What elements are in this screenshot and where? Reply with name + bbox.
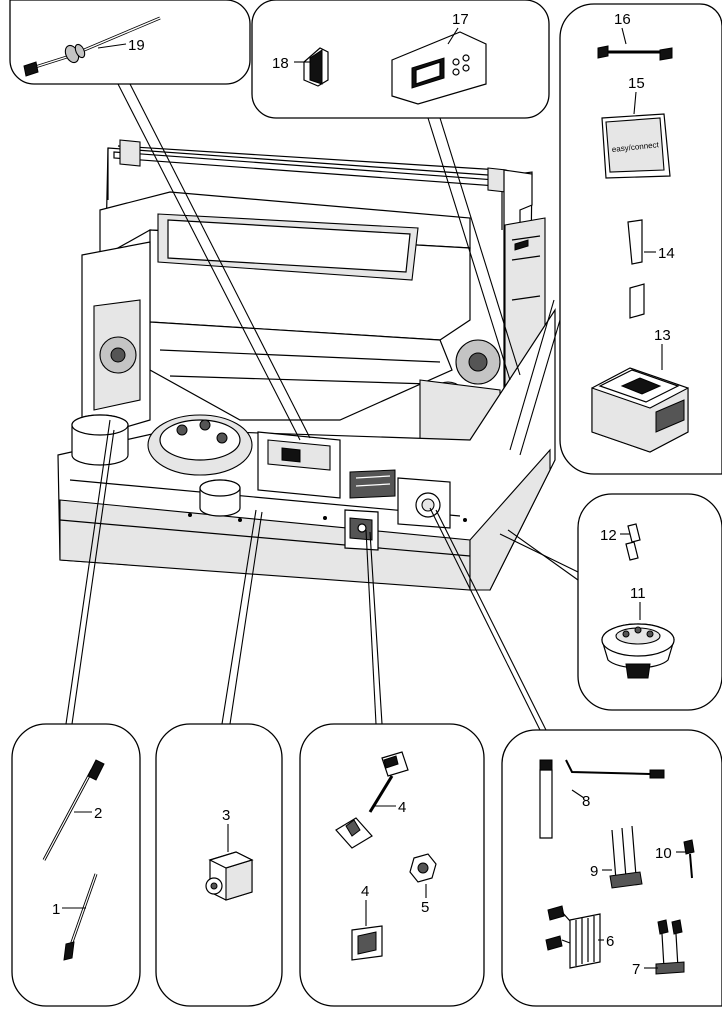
part-number: 1 xyxy=(52,901,60,918)
part-number: 6 xyxy=(606,933,614,950)
part-numbers: 1 2 3 4 4 5 6 7 8 9 10 11 12 13 14 15 16… xyxy=(52,11,675,978)
part-number: 17 xyxy=(452,11,469,28)
part-number: 18 xyxy=(272,55,289,72)
callout-bubble-19 xyxy=(9,0,251,85)
boiler-unit-assembly xyxy=(57,139,556,591)
callout-bubble-3 xyxy=(155,723,283,1007)
part-number: 7 xyxy=(632,961,640,978)
part-number: 15 xyxy=(628,75,645,92)
part-number: 10 xyxy=(655,845,672,862)
part-number: 16 xyxy=(614,11,631,28)
callout-bubble-11-12 xyxy=(577,493,722,711)
part-number: 13 xyxy=(654,327,671,344)
part-number: 12 xyxy=(600,527,617,544)
part-number: 5 xyxy=(421,899,429,916)
leader-lines xyxy=(65,83,579,731)
callout-bubble-1-2 xyxy=(11,723,141,1007)
callout-bubble-17-18 xyxy=(251,0,550,119)
part-number: 8 xyxy=(582,793,590,810)
callout-bubble-13-16: easy/connect xyxy=(559,3,722,475)
part-number: 19 xyxy=(128,37,145,54)
part-number: 2 xyxy=(94,805,102,822)
part-number: 4 xyxy=(361,883,369,900)
part-number: 11 xyxy=(630,585,646,602)
callout-bubble-6-10 xyxy=(501,729,722,1007)
part-number: 9 xyxy=(590,863,598,880)
part-number: 14 xyxy=(658,245,675,262)
part-number: 3 xyxy=(222,807,230,824)
part-number: 4 xyxy=(398,799,406,816)
callout-bubble-4-5 xyxy=(299,723,485,1007)
